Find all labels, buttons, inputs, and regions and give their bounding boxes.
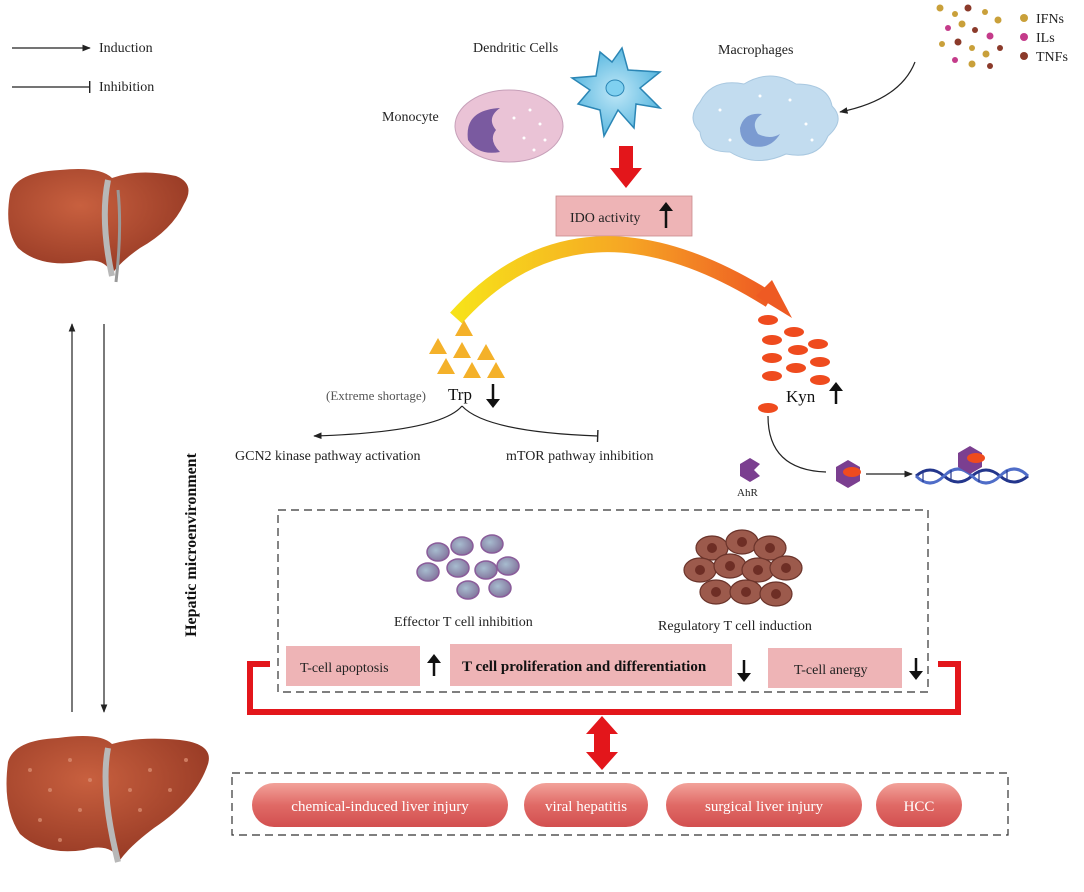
- disease-pill-surgical: [666, 783, 862, 827]
- side-title: Hepatic microenvironment: [183, 452, 200, 636]
- trp-to-kyn-arrowhead-icon: [756, 280, 792, 318]
- legend-inhibition-label: Inhibition: [99, 80, 154, 95]
- anergy-label: T-cell anergy: [794, 663, 867, 678]
- cytokine-cluster: [936, 4, 1003, 69]
- gcn2-label: GCN2 kinase pathway activation: [235, 449, 420, 464]
- tcell-box: [277, 509, 929, 693]
- ahr-label: AhR: [737, 487, 758, 499]
- trp-note: (Extreme shortage): [326, 388, 426, 403]
- kyn-up-arrow-icon: [829, 382, 843, 404]
- kyn-label: Kyn: [786, 387, 816, 406]
- disease-pill-hcc: [876, 783, 962, 827]
- red-bracket: [247, 661, 961, 715]
- diseased-liver-icon: [6, 736, 209, 863]
- ahr-kyn-complex-icon: [836, 460, 861, 488]
- il-dot-icon: [1020, 33, 1028, 41]
- kyn-molecules-icon: [758, 315, 830, 413]
- kyn-to-ahr-line: [767, 415, 827, 473]
- legend-ils: ILs: [1036, 31, 1055, 46]
- apoptosis-box: [286, 646, 420, 686]
- dendritic-cell-icon: [569, 46, 663, 139]
- regulatory-t-cell-label: Regulatory T cell induction: [658, 619, 812, 634]
- macrophage-cell-icon: [692, 75, 839, 161]
- proliferation-box: [450, 644, 732, 686]
- trp-label: Trp: [448, 385, 472, 404]
- trp-down-arrow-icon: [486, 384, 500, 408]
- disease-surgical-label: surgical liver injury: [705, 799, 824, 815]
- mtor-inhibition-line: [461, 405, 599, 443]
- effector-t-cell-label: Effector T cell inhibition: [394, 615, 533, 630]
- trp-molecules-icon: [429, 320, 505, 378]
- disease-pill-chemical: [252, 783, 508, 827]
- monocyte-label: Monocyte: [382, 110, 439, 125]
- legend-induction-label: Induction: [99, 41, 153, 56]
- legend: Induction Inhibition: [12, 41, 154, 95]
- tnf-dot-icon: [1020, 52, 1028, 60]
- disease-viral-label: viral hepatitis: [545, 799, 627, 815]
- proliferation-down-arrow-icon: [737, 660, 751, 682]
- red-double-arrow-icon: [586, 716, 618, 770]
- disease-box: [231, 772, 1009, 836]
- healthy-liver-icon: [8, 169, 189, 283]
- monocyte-cell-icon: [454, 89, 564, 163]
- red-down-arrow-icon: [610, 146, 642, 188]
- effector-t-cells-icon: [416, 534, 520, 600]
- macrophages-label: Macrophages: [718, 43, 793, 58]
- trp-to-kyn-arrow: [450, 236, 775, 324]
- anergy-down-arrow-icon: [909, 658, 923, 680]
- dendritic-cells-label: Dendritic Cells: [473, 41, 558, 56]
- mtor-label: mTOR pathway inhibition: [506, 449, 654, 464]
- dna-helix-icon: [914, 446, 1030, 485]
- ifn-dot-icon: [1020, 14, 1028, 22]
- legend-ifns: IFNs: [1036, 12, 1064, 27]
- regulatory-t-cells-icon: [683, 529, 803, 607]
- apoptosis-label: T-cell apoptosis: [300, 661, 389, 676]
- ido-activity-label: IDO activity: [570, 211, 640, 226]
- apoptosis-up-arrow-icon: [427, 654, 441, 676]
- ido-activity-box: [555, 195, 693, 237]
- cytokine-legend: IFNs ILs TNFs: [1020, 12, 1068, 65]
- legend-tnfs: TNFs: [1036, 50, 1068, 65]
- ahr-receptor-icon: [740, 458, 760, 482]
- gcn2-arrow: [313, 405, 463, 440]
- cytokine-to-macrophage-arrow: [839, 61, 916, 114]
- proliferation-label: T cell proliferation and differentiation: [462, 659, 707, 675]
- disease-pill-viral: [524, 783, 648, 827]
- ido-up-arrow-icon: [659, 202, 673, 228]
- anergy-box: [768, 648, 902, 688]
- disease-hcc-label: HCC: [904, 799, 935, 815]
- disease-chemical-label: chemical-induced liver injury: [291, 799, 469, 815]
